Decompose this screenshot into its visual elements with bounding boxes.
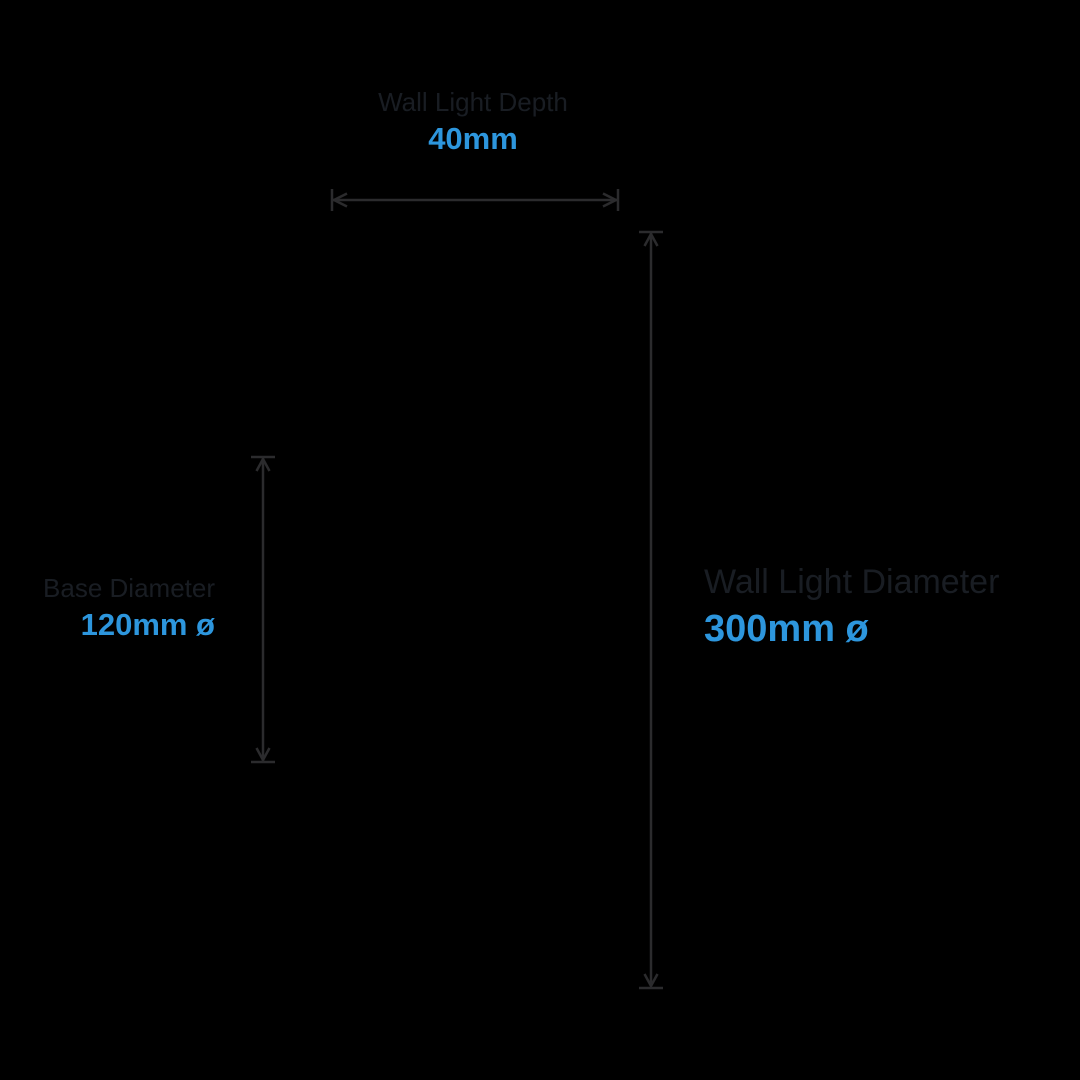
base-diameter-label-title: Base Diameter — [43, 573, 215, 603]
base-diameter-dimension-arrow — [251, 455, 275, 764]
wall-light-diameter-label-title: Wall Light Diameter — [704, 563, 1000, 601]
depth-label-value: 40mm — [428, 121, 518, 156]
base-diameter-label-value: 120mm ø — [80, 607, 215, 642]
wall-light-diameter-dimension-arrow — [639, 230, 663, 990]
depth-dimension-label: Wall Light Depth 40mm — [273, 86, 673, 160]
base-diameter-dimension-label: Base Diameter 120mm ø — [0, 572, 215, 646]
depth-label-title: Wall Light Depth — [378, 87, 568, 117]
wall-light-diameter-dimension-label: Wall Light Diameter 300mm ø — [704, 560, 1080, 654]
wall-light-diameter-label-value: 300mm ø — [704, 608, 869, 650]
depth-dimension-arrow — [330, 189, 620, 211]
